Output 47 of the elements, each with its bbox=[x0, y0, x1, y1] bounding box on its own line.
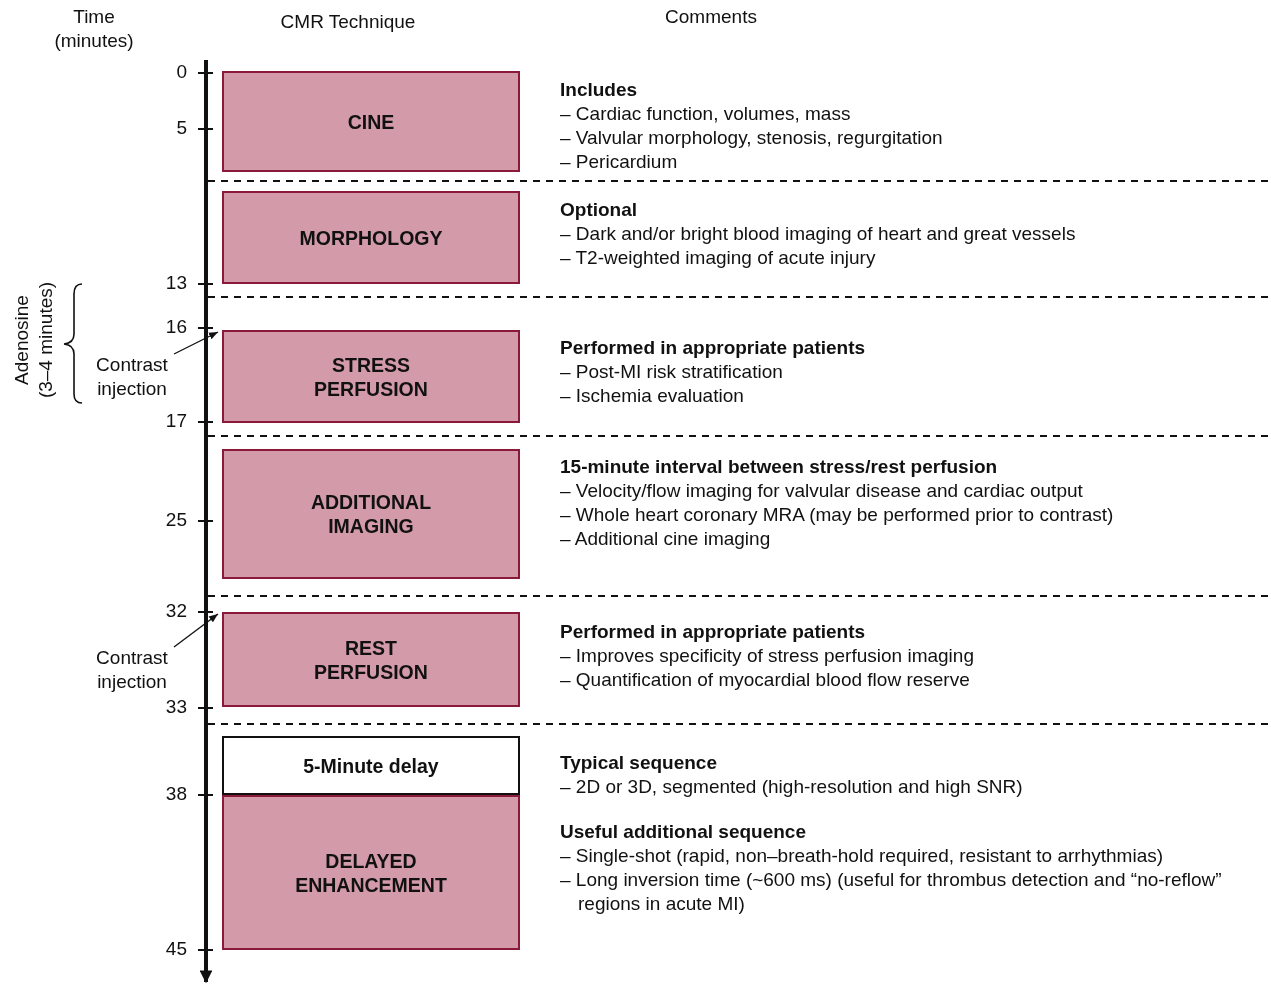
column-header: CMR Technique bbox=[280, 10, 416, 34]
comment-item: – Pericardium bbox=[560, 150, 678, 174]
comment-item: – Additional cine imaging bbox=[560, 527, 771, 551]
delay-box: 5-Minute delay bbox=[222, 736, 520, 795]
tick-label: 25 bbox=[165, 508, 187, 532]
annotation-text: Contrast injection bbox=[86, 352, 178, 402]
comment-item: – Whole heart coronary MRA (may be performed prior to contrast) bbox=[560, 503, 1114, 527]
comment-item: – Improves specificity of stress perfusion imaging bbox=[560, 644, 974, 668]
tick-label: 16 bbox=[165, 315, 187, 339]
comment-item: – Single-shot (rapid, non–breath-hold required, resistant to arrhythmias) bbox=[560, 844, 1164, 868]
comment-item: – 2D or 3D, segmented (high-resolution and high SNR) bbox=[560, 775, 1023, 799]
comment-item: – T2-weighted imaging of acute injury bbox=[560, 246, 876, 270]
comment-item: – Long inversion time (~600 ms) (useful for thrombus detection and “no-reflow” regions in acute MI) bbox=[560, 868, 1223, 916]
technique-box: CINE bbox=[222, 71, 520, 172]
tick-label: 45 bbox=[165, 937, 187, 961]
tick-label: 0 bbox=[176, 60, 187, 84]
comment-item: – Post-MI risk stratification bbox=[560, 360, 783, 384]
column-header: Comments bbox=[665, 5, 757, 29]
leader-arrow bbox=[173, 613, 219, 648]
technique-box: STRESS PERFUSION bbox=[222, 330, 520, 423]
tick-label: 38 bbox=[165, 782, 187, 806]
tick-label: 5 bbox=[176, 116, 187, 140]
comment-heading: Performed in appropriate patients bbox=[560, 620, 866, 644]
leader-arrow bbox=[173, 331, 219, 355]
tick-label: 32 bbox=[165, 599, 187, 623]
technique-box: ADDITIONAL IMAGING bbox=[222, 449, 520, 579]
comment-heading: Typical sequence bbox=[560, 751, 717, 775]
comment-heading: 15-minute interval between stress/rest perfusion bbox=[560, 455, 998, 479]
comment-heading: Includes bbox=[560, 78, 638, 102]
comment-item: – Velocity/flow imaging for valvular disease and cardiac output bbox=[560, 479, 1083, 503]
tick-label: 13 bbox=[165, 271, 187, 295]
comment-item: – Ischemia evaluation bbox=[560, 384, 744, 408]
annotation-text: Contrast injection bbox=[86, 645, 178, 695]
technique-box: REST PERFUSION bbox=[222, 612, 520, 707]
comment-item: – Valvular morphology, stenosis, regurgitation bbox=[560, 126, 943, 150]
technique-box: DELAYED ENHANCEMENT bbox=[222, 795, 520, 950]
column-header: Time (minutes) bbox=[53, 5, 135, 53]
comment-item: – Quantification of myocardial blood flow reserve bbox=[560, 668, 970, 692]
technique-box: MORPHOLOGY bbox=[222, 191, 520, 284]
comment-item: – Dark and/or bright blood imaging of heart and great vessels bbox=[560, 222, 1076, 246]
comment-heading: Performed in appropriate patients bbox=[560, 336, 866, 360]
axis-annotation: Adenosine (3–4 minutes) bbox=[9, 280, 57, 401]
comment-heading: Useful additional sequence bbox=[560, 820, 806, 844]
comment-heading: Optional bbox=[560, 198, 638, 222]
tick-label: 17 bbox=[165, 409, 187, 433]
tick-label: 33 bbox=[165, 695, 187, 719]
comment-item: – Cardiac function, volumes, mass bbox=[560, 102, 851, 126]
